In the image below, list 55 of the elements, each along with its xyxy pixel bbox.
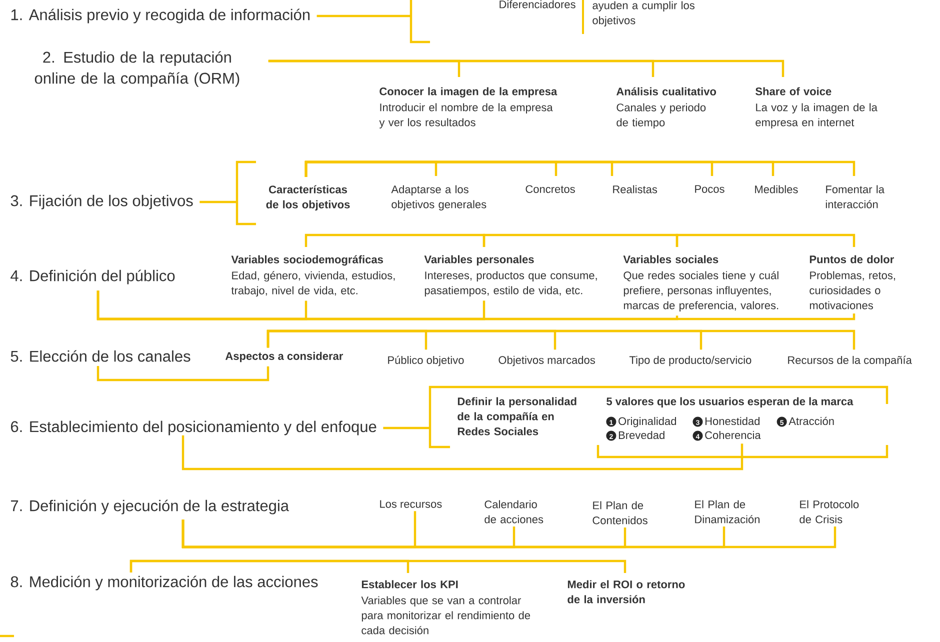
value-label: Originalidad bbox=[618, 416, 676, 428]
connector-line bbox=[182, 520, 836, 548]
connector-line bbox=[316, 0, 432, 44]
connector-line bbox=[96, 290, 856, 320]
step-title: 2. Estudio de la reputación online de la compañía (ORM) bbox=[34, 51, 240, 87]
item-label: Definir la personalidad de la compañía en Redes Sociales bbox=[458, 397, 576, 436]
step-title: 7. Definición y ejecución de la estrategia bbox=[11, 500, 289, 514]
step-title: 1. Análisis previo y recogida de información bbox=[11, 8, 310, 24]
item-label: Análisis cualitativo Canales y periodo de tiempo bbox=[616, 87, 716, 129]
item-label: Los recursos bbox=[380, 500, 442, 508]
item-label: Puntos de dolor Problemas, retos, curiosidades o motivaciones bbox=[810, 255, 896, 310]
connector-line bbox=[268, 60, 784, 77]
item-label: Medibles bbox=[755, 185, 798, 194]
step-title: 6. Establecimiento del posicionamiento y del enfoque bbox=[11, 420, 376, 436]
item-label: Variables personales Intereses, productos que consume, pasatiempos, estilo de vida, etc. bbox=[424, 255, 597, 296]
item-label: ayuden a cumplir los objetivos bbox=[592, 1, 694, 26]
step-title: 4. Definición del público bbox=[10, 270, 175, 284]
item-label: El Plan de Dinamización bbox=[695, 500, 760, 524]
item-label: El Protocolo de Crisis bbox=[800, 500, 859, 524]
connector-line bbox=[198, 160, 258, 226]
item-label: Concretos bbox=[526, 185, 575, 193]
value-label: Coherencia bbox=[705, 430, 761, 440]
item-label: Calendario de acciones bbox=[484, 500, 544, 524]
item-label: Adaptarse a los objetivos generales bbox=[391, 185, 486, 210]
item-label: Realistas bbox=[613, 185, 658, 194]
item-label: Conocer la imagen de la empresa Introducir el nombre de la empresa y ver los resultados bbox=[379, 87, 558, 128]
value-label: Atracción bbox=[788, 416, 834, 426]
item-label: Variables sociodemográficas Edad, género, vivienda, estudios, trabajo, nivel de vida, etc. bbox=[231, 255, 395, 297]
step-title: 8. Medición y monitorización de las acciones bbox=[10, 576, 318, 590]
item-label: Recursos de la compañía bbox=[788, 356, 912, 366]
step-title: 3. Fijación de los objetivos bbox=[10, 194, 193, 210]
item-label: Características de los objetivos bbox=[266, 185, 350, 211]
connector-line bbox=[382, 386, 888, 448]
connector-line bbox=[96, 366, 270, 382]
value-label: Brevedad bbox=[618, 430, 664, 440]
item-label: Fomentar la interacción bbox=[826, 185, 884, 208]
connector-line bbox=[676, 234, 856, 247]
connector-line bbox=[266, 330, 856, 350]
connector-line bbox=[304, 234, 486, 247]
item-label: Tipo de producto/servicio bbox=[629, 356, 752, 366]
value-label: Honestidad bbox=[705, 416, 760, 426]
item-label: Variables sociales Que redes sociales tiene y cuál prefiere, personas influyentes, marcas de preferencia, valores. bbox=[623, 255, 778, 312]
step-title: 5. Elección de los canales bbox=[10, 350, 190, 362]
connector-line bbox=[130, 560, 626, 573]
item-label: Share of voice La voz y la imagen de la empresa en internet bbox=[756, 87, 878, 128]
item-label: El Plan de Contenidos bbox=[592, 501, 648, 524]
item-label: Medir el ROI o retorno de la inversión bbox=[568, 580, 685, 604]
item-label: Objetivos marcados bbox=[498, 356, 595, 366]
item-label: Público objetivo bbox=[388, 356, 464, 366]
item-label: Pocos bbox=[695, 185, 724, 193]
item-label: Establecer los KPI Variables que se van a controlar para monitorizar el rendimiento de cada decisión bbox=[361, 580, 530, 634]
item-label: Aspectos a considerar bbox=[225, 352, 343, 362]
connector-line bbox=[182, 434, 888, 470]
connector-line bbox=[482, 234, 678, 247]
item-label: Diferenciadores bbox=[500, 0, 576, 8]
